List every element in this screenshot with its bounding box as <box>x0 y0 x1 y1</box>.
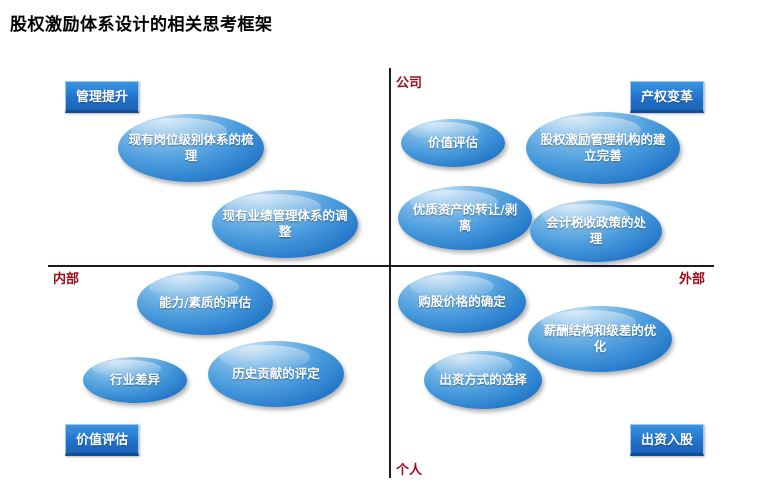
bubble-job-grade-system: 现有岗位级别体系的梳理 <box>118 114 264 182</box>
bubble-label: 会计税收政策的处理 <box>545 214 646 247</box>
axis-label-company: 公司 <box>396 76 423 91</box>
page-title: 股权激励体系设计的相关思考框架 <box>10 15 273 35</box>
quadrant-tag-ownership-reform: 产权变革 <box>630 81 705 113</box>
axis-label-external: 外部 <box>679 272 706 287</box>
bubble-label: 现有业绩管理体系的调整 <box>222 207 348 240</box>
bubble-share-purchase-price: 购股价格的确定 <box>398 271 526 333</box>
vertical-axis-line <box>389 68 391 478</box>
bubble-label: 行业差异 <box>109 371 160 387</box>
bubble-contribution-method: 出资方式的选择 <box>424 351 542 409</box>
bubble-label: 现有岗位级别体系的梳理 <box>128 131 254 164</box>
axis-label-internal: 内部 <box>53 272 80 287</box>
quadrant-tag-management-improvement: 管理提升 <box>65 81 140 113</box>
quadrant-tag-capital-contribution: 出资入股 <box>630 424 705 456</box>
bubble-industry-difference: 行业差异 <box>83 357 187 403</box>
bubble-performance-system: 现有业绩管理体系的调整 <box>212 190 358 258</box>
horizontal-axis-line <box>48 265 714 267</box>
bubble-label: 出资方式的选择 <box>439 371 527 387</box>
bubble-label: 优质资产的转让/剥离 <box>412 201 518 234</box>
axis-label-individual: 个人 <box>396 463 423 478</box>
bubble-competency-assessment: 能力/素质的评估 <box>137 271 273 335</box>
bubble-valuation: 价值评估 <box>401 119 505 167</box>
bubble-pay-structure-optimization: 薪酬结构和级差的优化 <box>528 306 672 372</box>
bubble-historical-contribution: 历史贡献的评定 <box>208 341 344 407</box>
bubble-label: 历史贡献的评定 <box>232 365 320 381</box>
bubble-label: 购股价格的确定 <box>418 293 506 309</box>
bubble-accounting-tax-policy: 会计税收政策的处理 <box>530 200 662 262</box>
bubble-quality-asset-transfer: 优质资产的转让/剥离 <box>398 186 532 250</box>
bubble-label: 薪酬结构和级差的优化 <box>543 322 657 355</box>
bubble-label: 能力/素质的评估 <box>158 294 252 310</box>
quadrant-tag-value-assessment: 价值评估 <box>65 424 140 456</box>
bubble-label: 股权激励管理机构的建立完善 <box>540 131 666 164</box>
bubble-label: 价值评估 <box>427 134 478 150</box>
bubble-equity-incentive-organization: 股权激励管理机构的建立完善 <box>526 112 680 184</box>
